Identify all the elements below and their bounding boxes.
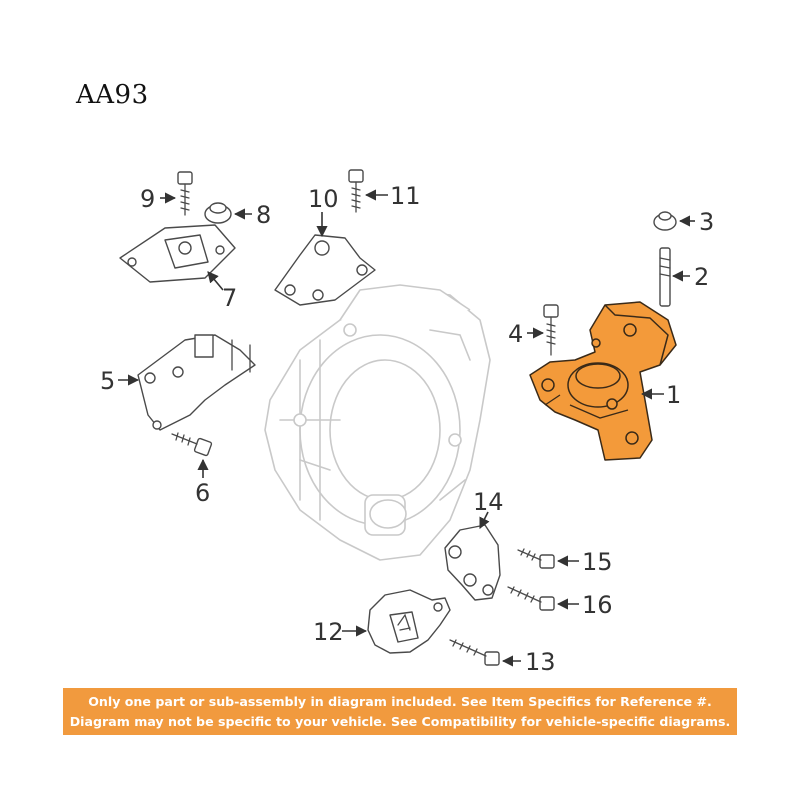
callout-13: 13 [525, 648, 556, 676]
bolt-part-13 [449, 639, 500, 666]
disclaimer-line-1: Only one part or sub-assembly in diagram… [88, 694, 712, 709]
disclaimer-banner: Only one part or sub-assembly in diagram… [63, 688, 737, 735]
callout-8: 8 [256, 201, 271, 229]
bolt-part-11 [348, 169, 364, 213]
bolt-part-4 [543, 304, 559, 356]
callout-16: 16 [582, 591, 613, 619]
disclaimer-line-2: Diagram may not be specific to your vehi… [69, 714, 731, 729]
callout-2: 2 [694, 263, 709, 291]
bolt-part-6 [171, 432, 213, 457]
callout-14: 14 [473, 488, 504, 516]
transmission-housing-outline [264, 284, 491, 561]
callout-1: 1 [666, 381, 681, 409]
engine-mount-part-1 [529, 301, 677, 461]
nut-part-8 [204, 202, 232, 224]
bolt-part-9 [177, 171, 193, 216]
callout-10: 10 [308, 185, 339, 213]
callout-11: 11 [390, 182, 421, 210]
diagram-code: AA93 [76, 80, 149, 110]
callout-4: 4 [508, 320, 523, 348]
stud-part-2 [659, 247, 671, 307]
callout-7: 7 [222, 284, 237, 312]
mount-part-12 [367, 589, 451, 654]
callout-5: 5 [100, 367, 115, 395]
nut-part-3 [653, 211, 677, 231]
callout-numbers: 9 8 7 10 11 3 2 4 1 5 6 14 15 16 12 13 [100, 182, 714, 676]
bolt-part-15 [517, 548, 555, 569]
callout-6: 6 [195, 479, 210, 507]
callout-15: 15 [582, 548, 613, 576]
callout-12: 12 [313, 618, 344, 646]
callout-9: 9 [140, 185, 155, 213]
bolt-part-16 [507, 586, 555, 611]
bracket-part-5 [137, 334, 256, 431]
callout-3: 3 [699, 208, 714, 236]
bracket-part-7 [119, 224, 236, 283]
bracket-part-10 [274, 234, 376, 306]
leader-lines [118, 189, 695, 667]
bracket-part-14 [444, 524, 501, 601]
